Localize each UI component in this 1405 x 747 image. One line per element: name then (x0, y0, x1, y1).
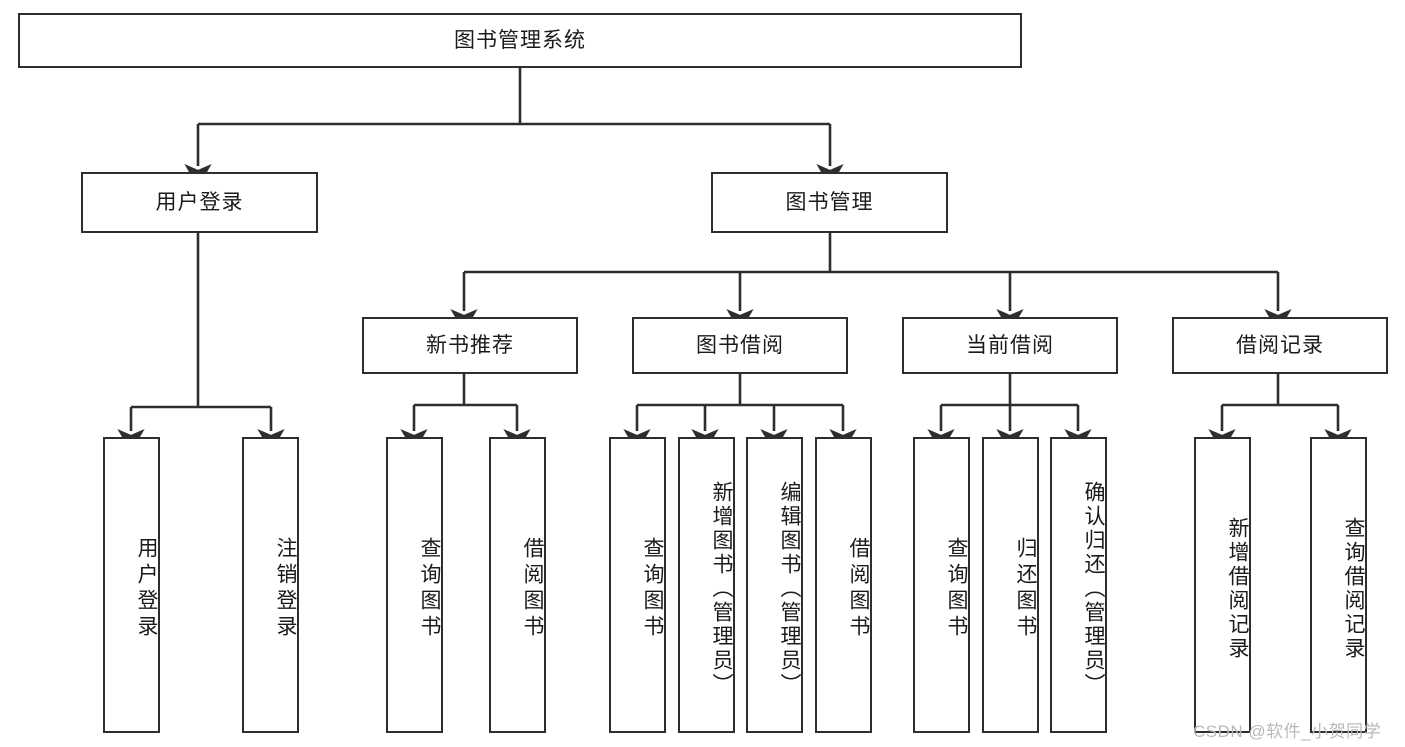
leaf-book-borrow-edit[interactable]: 编辑图书（管理员） (746, 437, 803, 733)
node-borrow-record-label: 借阅记录 (1236, 333, 1324, 357)
leaf-book-borrow-query[interactable]: 查询图书 (609, 437, 666, 733)
leaf-label: 编辑图书（管理员） (778, 481, 801, 697)
node-user-login-label: 用户登录 (155, 190, 244, 214)
leaf-user-login-signin[interactable]: 用户登录 (103, 437, 160, 733)
leaf-label: 查询图书 (418, 537, 441, 641)
leaf-label: 借阅图书 (521, 537, 544, 641)
leaf-current-borrow-query[interactable]: 查询图书 (913, 437, 970, 733)
leaf-borrow-record-query[interactable]: 查询借阅记录 (1310, 437, 1367, 733)
node-user-login[interactable]: 用户登录 (81, 172, 318, 233)
leaf-label: 归还图书 (1014, 537, 1037, 641)
node-borrow-record[interactable]: 借阅记录 (1172, 317, 1388, 374)
leaf-label: 查询图书 (641, 537, 664, 641)
leaf-new-book-query[interactable]: 查询图书 (386, 437, 443, 733)
node-book-management[interactable]: 图书管理 (711, 172, 948, 233)
leaf-label: 确认归还（管理员） (1082, 481, 1105, 697)
node-new-book-recommend[interactable]: 新书推荐 (362, 317, 578, 374)
leaf-new-book-borrow[interactable]: 借阅图书 (489, 437, 546, 733)
node-root[interactable]: 图书管理系统 (18, 13, 1022, 68)
leaf-user-login-signout[interactable]: 注销登录 (242, 437, 299, 733)
leaf-label: 借阅图书 (847, 537, 870, 641)
leaf-book-borrow-add[interactable]: 新增图书（管理员） (678, 437, 735, 733)
node-current-borrow-label: 当前借阅 (966, 333, 1054, 357)
leaf-label: 用户登录 (135, 537, 158, 641)
leaf-current-borrow-return[interactable]: 归还图书 (982, 437, 1039, 733)
node-root-label: 图书管理系统 (454, 28, 586, 52)
leaf-current-borrow-confirm[interactable]: 确认归还（管理员） (1050, 437, 1107, 733)
csdn-watermark: CSDN @软件_小贺同学 (1193, 722, 1382, 741)
leaf-label: 新增借阅记录 (1226, 517, 1249, 661)
node-book-borrow-label: 图书借阅 (696, 333, 784, 357)
leaf-book-borrow-lend[interactable]: 借阅图书 (815, 437, 872, 733)
node-current-borrow[interactable]: 当前借阅 (902, 317, 1118, 374)
leaf-label: 查询借阅记录 (1342, 517, 1365, 661)
node-book-management-label: 图书管理 (785, 190, 874, 214)
leaf-borrow-record-add[interactable]: 新增借阅记录 (1194, 437, 1251, 733)
leaf-label: 新增图书（管理员） (710, 481, 733, 697)
leaf-label: 查询图书 (945, 537, 968, 641)
node-new-book-recommend-label: 新书推荐 (426, 333, 514, 357)
node-book-borrow[interactable]: 图书借阅 (632, 317, 848, 374)
leaf-label: 注销登录 (274, 537, 297, 641)
